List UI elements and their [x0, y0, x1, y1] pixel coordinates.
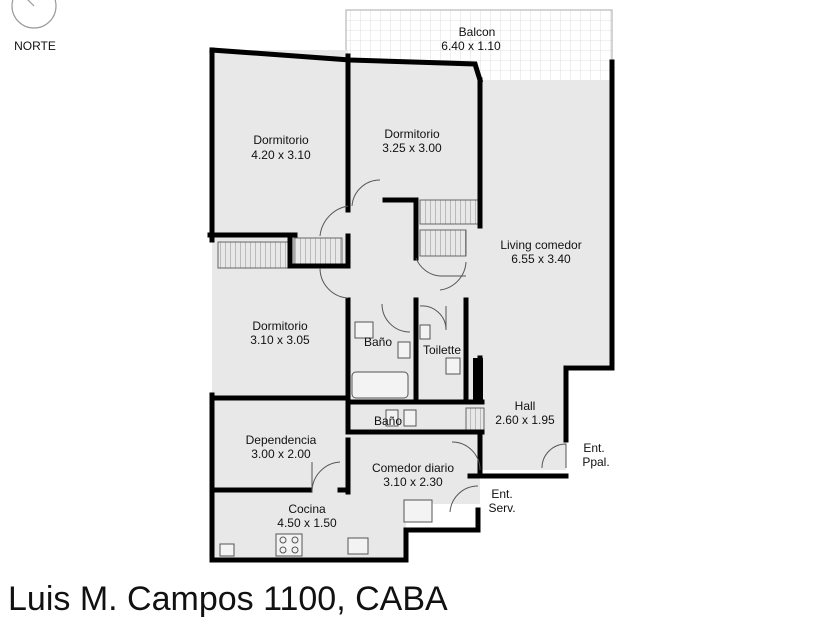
dormitorio-1-name: Dormitorio — [253, 133, 309, 147]
door-swings — [311, 179, 567, 513]
stove-icon — [275, 533, 303, 557]
balcon-name: Balcon — [459, 25, 496, 39]
bathtub-icon — [351, 371, 409, 399]
address-title: Luis M. Campos 1100, CABA — [8, 580, 448, 618]
table-icon — [403, 499, 433, 523]
bano-2-name: Baño — [374, 414, 402, 428]
toilet-icon — [385, 409, 399, 427]
balcon-dims: 6.40 x 1.10 — [441, 39, 501, 53]
dependencia-name: Dependencia — [246, 433, 317, 447]
hall-name: Hall — [515, 399, 536, 413]
sink-icon — [354, 321, 374, 339]
column — [473, 358, 483, 402]
cocina-name: Cocina — [288, 502, 326, 516]
fixtures — [219, 321, 461, 557]
entrada-servicio-line2: Serv. — [488, 501, 515, 515]
comedor-diario-dims: 3.10 x 2.30 — [383, 475, 443, 489]
bano-1-name: Baño — [364, 335, 392, 349]
dormitorio-2-dims: 3.25 x 3.00 — [382, 141, 442, 155]
walls — [207, 47, 615, 563]
cocina-dims: 4.50 x 1.50 — [277, 516, 337, 530]
stove-burners-icon — [279, 536, 299, 554]
living-dims: 6.55 x 3.40 — [511, 252, 571, 266]
toilet-icon — [445, 357, 461, 375]
toilette-name: Toilette — [423, 343, 461, 357]
entrada-principal-line1: Ent. — [583, 441, 604, 455]
compass-label: NORTE — [14, 39, 56, 53]
living-name: Living comedor — [500, 238, 581, 252]
dormitorio-3-dims: 3.10 x 3.05 — [250, 333, 310, 347]
comedor-diario-name: Comedor diario — [372, 461, 454, 475]
dependencia-dims: 3.00 x 2.00 — [251, 447, 311, 461]
toilet-icon — [397, 341, 411, 359]
washer-icon — [219, 543, 235, 557]
hall-dims: 2.60 x 1.95 — [495, 413, 555, 427]
sink-icon — [403, 409, 417, 427]
compass-icon — [11, 0, 57, 29]
sink-icon — [419, 324, 431, 340]
entrada-servicio-line1: Ent. — [491, 487, 512, 501]
entrada-principal-line2: Ppal. — [582, 455, 609, 469]
dormitorio-3-name: Dormitorio — [252, 319, 308, 333]
dormitorio-2-name: Dormitorio — [384, 127, 440, 141]
kitchen-sink-icon — [347, 537, 369, 555]
dormitorio-1-dims: 4.20 x 3.10 — [251, 148, 311, 162]
